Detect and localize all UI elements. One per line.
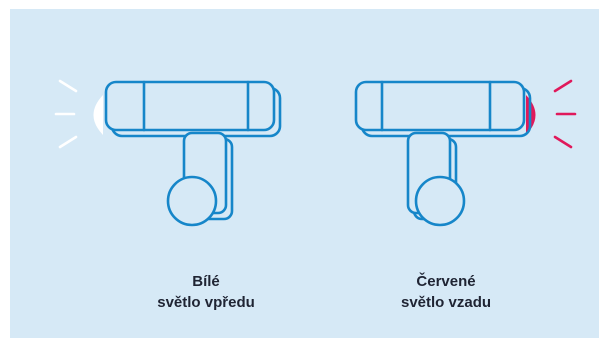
rear-caption-line1: Červené bbox=[416, 273, 476, 290]
front-light-caption: Bílé světlo vpředu bbox=[106, 271, 306, 313]
bike-front-light-icon bbox=[54, 79, 282, 227]
light-ray-top bbox=[58, 79, 78, 93]
front-caption-line2: světlo vpředu bbox=[157, 294, 255, 311]
front-caption-line1: Bílé bbox=[192, 273, 220, 290]
lamp-body bbox=[104, 80, 276, 132]
light-ray-bottom bbox=[58, 135, 78, 149]
bike-lights-illustration bbox=[54, 79, 577, 227]
bike-rear-light-icon bbox=[354, 79, 577, 227]
light-ray-top bbox=[553, 79, 573, 93]
white-light-glow bbox=[93, 95, 103, 135]
rear-light-caption: Červené světlo vzadu bbox=[346, 271, 546, 313]
mount-knob bbox=[166, 175, 218, 227]
rear-caption-line2: světlo vzadu bbox=[400, 294, 492, 311]
lamp-body bbox=[354, 80, 526, 132]
mount-knob bbox=[414, 175, 466, 227]
illustration-panel: Bílé světlo vpředu Červené světlo vzadu bbox=[10, 9, 599, 338]
light-ray-bottom bbox=[553, 135, 573, 149]
